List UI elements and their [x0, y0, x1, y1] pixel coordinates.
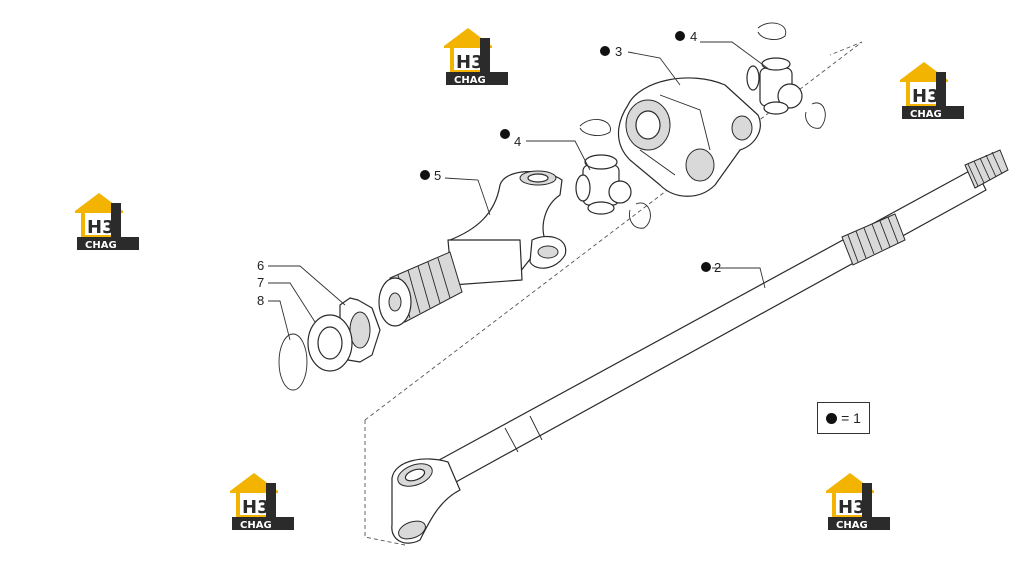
- watermark-logo: H3 CHAG: [826, 473, 890, 531]
- watermark-logo: H3 CHAG: [444, 28, 508, 86]
- callout-dot-4b: [500, 129, 510, 139]
- callout-label-8: 8: [257, 293, 264, 308]
- svg-text:H3: H3: [838, 497, 866, 518]
- callout-label-7: 7: [257, 275, 264, 290]
- part-4-universal-joint-upper: [746, 22, 826, 129]
- part-2-axle-shaft: [391, 149, 1009, 544]
- callout-dot-5: [420, 170, 430, 180]
- callout-label-4a: 4: [690, 29, 697, 44]
- svg-text:H3: H3: [912, 86, 940, 107]
- watermark-logo: H3 CHAG: [230, 473, 294, 531]
- assembly-guide-line: [364, 420, 406, 546]
- callout-label-6: 6: [257, 258, 264, 273]
- callout-label-5: 5: [434, 168, 441, 183]
- legend-dot-icon: [826, 412, 838, 424]
- assembly-guide-line: [364, 41, 863, 421]
- svg-text:CHAG: CHAG: [836, 520, 868, 531]
- callout-label-4b: 4: [514, 134, 521, 149]
- part-4-universal-joint-lower: [575, 119, 651, 229]
- callout-dot-4a: [675, 31, 685, 41]
- svg-text:CHAG: CHAG: [240, 520, 272, 531]
- part-3-coupling-housing: [617, 77, 761, 197]
- svg-text:H3: H3: [87, 217, 115, 238]
- svg-text:H3: H3: [456, 52, 484, 73]
- callout-dot-3: [600, 46, 610, 56]
- svg-text:CHAG: CHAG: [454, 75, 486, 86]
- part-8-snap-ring: [278, 333, 308, 391]
- svg-text:H3: H3: [242, 497, 270, 518]
- callout-dot-2: [701, 262, 711, 272]
- part-5-stub-shaft-yoke: [378, 170, 567, 327]
- callout-label-2: 2: [714, 260, 721, 275]
- legend-box: = 1: [817, 402, 870, 434]
- part-7-lock-plate: [307, 314, 353, 372]
- svg-text:CHAG: CHAG: [910, 109, 942, 120]
- watermark-logo: H3 CHAG: [900, 62, 964, 120]
- callout-label-3: 3: [615, 44, 622, 59]
- svg-text:CHAG: CHAG: [85, 240, 117, 251]
- legend-text: = 1: [841, 410, 861, 426]
- watermark-logo: H3 CHAG: [75, 193, 139, 251]
